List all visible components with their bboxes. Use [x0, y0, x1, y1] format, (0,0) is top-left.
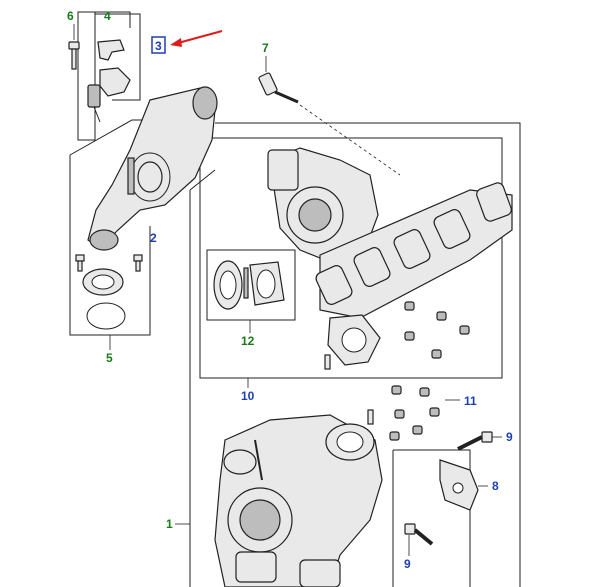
manifold-frame	[199, 137, 503, 379]
callout-9-upper: 9	[506, 430, 513, 444]
bolt-part-6	[68, 41, 80, 70]
callout-8: 8	[492, 479, 499, 493]
callout-9-lower: 9	[404, 557, 411, 571]
turbo-assembly-frame	[189, 122, 521, 587]
bracket-frame	[392, 449, 471, 587]
callout-6: 6	[67, 9, 74, 23]
callout-1: 1	[166, 517, 173, 531]
bolt-part-9-upper	[457, 431, 493, 451]
callout-4: 4	[104, 9, 111, 23]
gasket-kit-part-12	[213, 260, 285, 310]
outlet-elbow-part-2	[87, 86, 218, 251]
callout-12: 12	[241, 334, 255, 348]
sensor-part-4	[87, 39, 131, 123]
callout-3-highlight-box	[151, 36, 166, 54]
sensor-group-bracket	[95, 13, 141, 101]
turbocharger-part-1	[214, 414, 383, 587]
bolt-part-9-lower	[404, 523, 434, 546]
manifold-nuts	[324, 301, 470, 370]
support-bracket-part-8	[439, 459, 479, 511]
oil-feed-bolt-part-7	[258, 72, 299, 104]
callout-11: 11	[464, 394, 477, 408]
red-pointer-arrow-line	[177, 30, 223, 44]
gasket-kit-frame	[206, 249, 296, 321]
red-pointer-arrowhead	[170, 38, 182, 47]
callout-3: 3	[155, 39, 162, 53]
clamp-and-seal-part-5	[75, 254, 143, 330]
callout-7: 7	[262, 41, 269, 55]
callout-10: 10	[241, 389, 255, 403]
exhaust-manifold-part-10	[267, 147, 513, 366]
callout-5: 5	[106, 351, 113, 365]
callout-2: 2	[150, 231, 157, 245]
